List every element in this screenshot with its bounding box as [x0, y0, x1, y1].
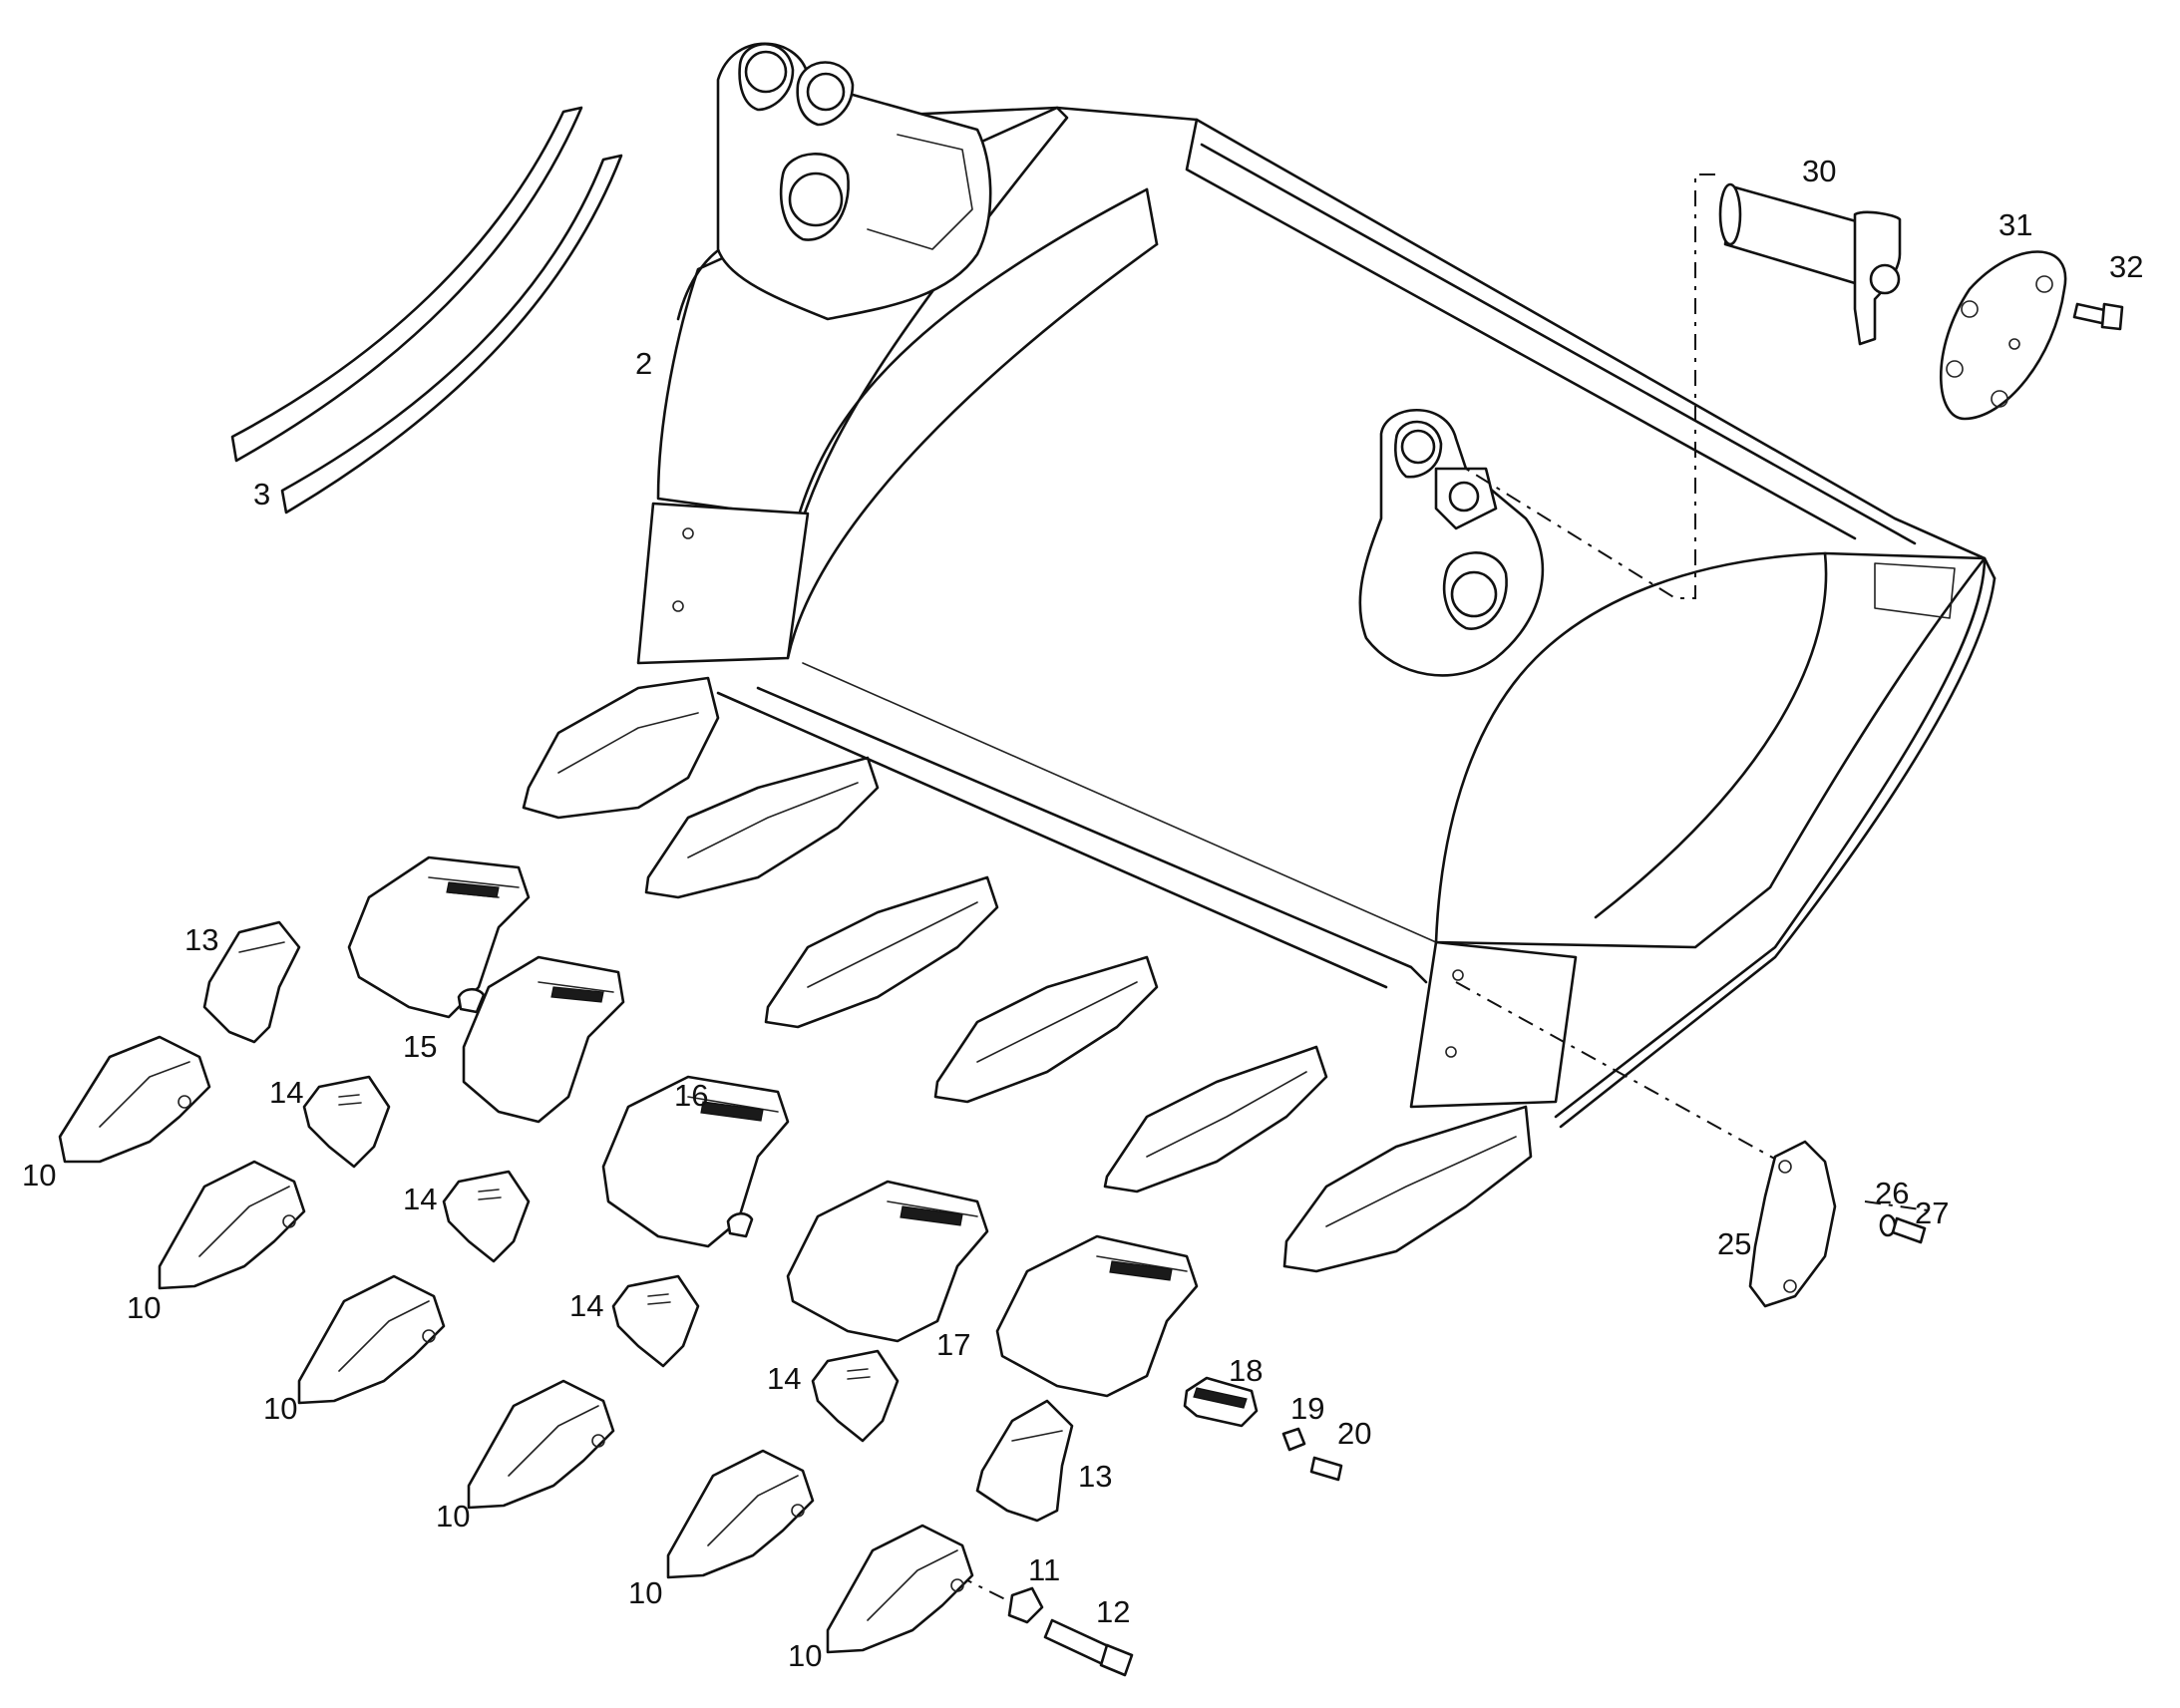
bolt-27	[1891, 1216, 1927, 1244]
callout-32: 32	[2109, 249, 2143, 284]
tooth-10-c	[297, 1274, 446, 1405]
tooth-10-f	[826, 1524, 974, 1654]
callout-11: 11	[1028, 1552, 1060, 1587]
callout-27: 27	[1915, 1196, 1949, 1230]
callout-19: 19	[1290, 1391, 1324, 1426]
callout-14-c: 14	[569, 1288, 603, 1323]
spring-19	[1281, 1427, 1306, 1452]
shroud-15	[347, 855, 625, 1124]
callout-14-b: 14	[403, 1182, 437, 1216]
callout-26: 26	[1875, 1176, 1909, 1210]
tooth-10-e	[666, 1449, 815, 1579]
callout-14-a: 14	[269, 1075, 303, 1110]
wear-strip-3	[230, 106, 623, 514]
mounted-adapters	[522, 676, 1533, 1273]
callout-2: 2	[635, 346, 652, 381]
callout-30: 30	[1802, 154, 1836, 188]
callout-16: 16	[674, 1078, 708, 1113]
bolt-20	[1309, 1456, 1343, 1482]
callout-12: 12	[1096, 1594, 1130, 1629]
pin-14-a	[302, 1075, 391, 1169]
tooth-10-d	[467, 1379, 615, 1510]
pin-14-c	[611, 1274, 700, 1368]
callout-10-b: 10	[127, 1290, 161, 1325]
callout-14-d: 14	[767, 1361, 801, 1396]
bucket-body-2	[636, 42, 1997, 1129]
callout-31: 31	[1998, 207, 2032, 242]
pin-14-b	[442, 1170, 531, 1263]
lock-13-lower	[975, 1399, 1074, 1523]
callout-10-c: 10	[263, 1391, 297, 1426]
segment-25	[1748, 1140, 1837, 1308]
lock-18	[1183, 1376, 1259, 1428]
shroud-17	[786, 1180, 1199, 1398]
callout-13-lower: 13	[1078, 1459, 1112, 1494]
callout-18: 18	[1229, 1353, 1263, 1388]
callout-10-d: 10	[436, 1499, 470, 1534]
callout-25: 25	[1717, 1226, 1751, 1261]
callout-10-f: 10	[788, 1638, 822, 1673]
shroud-16	[601, 1075, 790, 1248]
retainer-11	[1007, 1586, 1044, 1624]
callout-10-e: 10	[628, 1575, 662, 1610]
cover-plate-31	[1939, 250, 2067, 421]
callout-17: 17	[936, 1327, 970, 1362]
callout-13-upper: 13	[184, 922, 218, 957]
pin-14-d	[811, 1349, 900, 1443]
pin-30	[1718, 182, 1902, 346]
lock-13-upper	[202, 920, 301, 1044]
pin-12	[1043, 1618, 1134, 1677]
callout-labels: 2 3 30 31 32 13 15 14 16 10 14 10 14 10 …	[22, 154, 2143, 1673]
tooth-10-b	[158, 1160, 306, 1290]
callout-3: 3	[253, 477, 270, 512]
callout-10-a: 10	[22, 1158, 56, 1193]
tooth-10-a	[58, 1035, 211, 1164]
bolt-32	[2072, 302, 2124, 331]
callout-15: 15	[403, 1029, 437, 1064]
callout-20: 20	[1337, 1416, 1371, 1451]
